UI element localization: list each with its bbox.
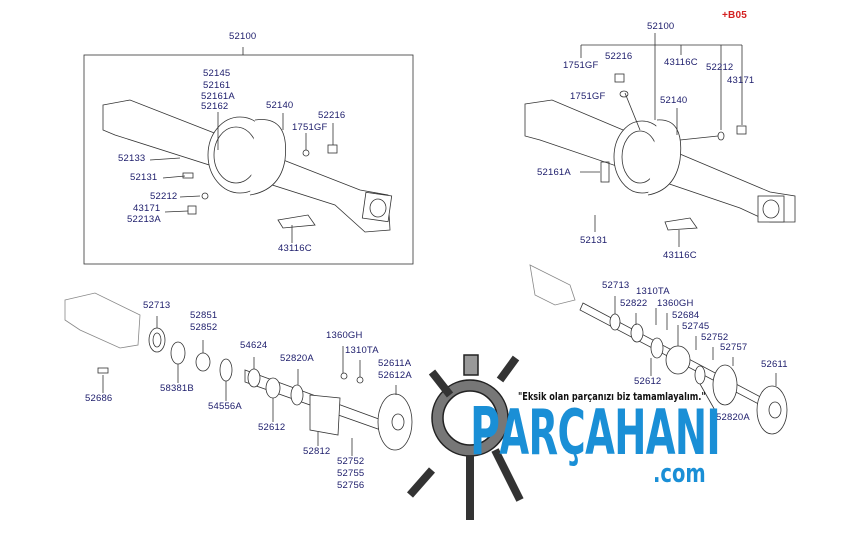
part-label[interactable]: 52684 [672,310,700,321]
part-label[interactable]: 52216 [605,51,633,62]
part-label[interactable]: 43116C [663,250,697,261]
part-label[interactable]: 52745 [682,321,710,332]
watermark-gear-logo [406,354,524,520]
part-label[interactable]: 52131 [130,172,158,183]
axle-housing-left [102,99,393,233]
part-label[interactable]: 52757 [720,342,748,353]
part-label[interactable]: 52612A [378,370,412,381]
part-label[interactable]: 54624 [240,340,268,351]
part-label[interactable]: 52611A [378,358,412,369]
part-label[interactable]: 1310TA [345,345,379,356]
part-label[interactable]: 43116C [278,243,312,254]
leader-lines-bottom-left [102,316,397,456]
part-label[interactable]: 52213A [127,214,161,225]
part-label[interactable]: 52212 [150,191,178,202]
part-label[interactable]: 52822 [620,298,648,309]
part-label[interactable]: 52133 [118,153,146,164]
watermark-domain: .com [653,459,706,489]
part-label[interactable]: 1310TA [636,286,670,297]
leader-lines-bottom-right [614,296,777,413]
part-label[interactable]: 52713 [602,280,630,291]
part-label[interactable]: 52752 [701,332,729,343]
part-label[interactable]: 52612 [258,422,286,433]
part-label[interactable]: 52755 [337,468,365,479]
part-label[interactable]: 54556A [208,401,242,412]
watermark-slogan: "Eksik olan parçanızı biz tamamlayalım." [518,391,706,403]
part-label[interactable]: 43171 [133,203,161,214]
part-label[interactable]: 52820A [280,353,314,364]
watermark-brand-p: P [470,393,500,470]
part-label[interactable]: 1751GF [563,60,599,71]
part-label[interactable]: 43116C [664,57,698,68]
part-label[interactable]: 52161 [203,80,231,91]
part-label[interactable]: 1751GF [292,122,328,133]
watermark-brand-rest: ARÇAHANI [499,396,721,469]
part-label[interactable]: 52686 [85,393,113,404]
part-label[interactable]: 52216 [318,110,346,121]
leader-lines-right [580,33,747,247]
part-label[interactable]: 52140 [266,100,294,111]
part-label[interactable]: 43171 [727,75,755,86]
part-label[interactable]: 52131 [580,235,608,246]
part-label[interactable]: 52820A [716,412,750,423]
part-label[interactable]: 52752 [337,456,365,467]
part-label[interactable]: 52713 [143,300,171,311]
part-label[interactable]: 1360GH [657,298,694,309]
part-label[interactable]: 52140 [660,95,688,106]
part-label[interactable]: 52145 [203,68,231,79]
part-label[interactable]: 52162 [201,101,229,112]
axle-shaft-right [529,264,788,435]
part-label[interactable]: 1751GF [570,91,606,102]
part-label[interactable]: 52812 [303,446,331,457]
part-label[interactable]: 52852 [190,322,218,333]
part-label[interactable]: 52611 [761,359,788,370]
part-label[interactable]: 58381B [160,383,194,394]
leader-lines-left [149,112,338,243]
part-label[interactable]: 1360GH [326,330,363,341]
part-label[interactable]: 52851 [190,310,218,321]
axle-housing-right [524,99,796,231]
part-label[interactable]: 52161A [201,91,235,102]
part-label[interactable]: 52161A [537,167,571,178]
part-label[interactable]: 52212 [706,62,734,73]
part-label[interactable]: 52100 [647,21,675,32]
axle-shaft-left [64,292,413,451]
revision-code: +B05 [722,10,747,21]
part-label[interactable]: 52756 [337,480,365,491]
part-label[interactable]: 52100 [229,31,257,42]
watermark-brand: PARÇAHANI [470,399,721,465]
assembly-frame-left [83,47,414,265]
part-label[interactable]: 52612 [634,376,662,387]
